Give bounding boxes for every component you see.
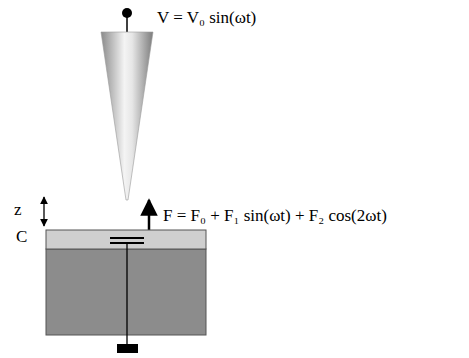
ground-terminal: [117, 344, 138, 353]
capacitor-plate: [110, 237, 144, 239]
tip-terminal: [122, 8, 132, 18]
capacitance-label: C: [16, 228, 27, 247]
force-label: F = F₀ + F₁ sin(ωt) + F₂ cos(2ωt): [163, 207, 387, 226]
sample-body: [46, 249, 206, 335]
voltage-label: V = V₀ sin(ωt): [157, 9, 256, 28]
z-arrow: [43, 197, 44, 226]
axis-label: z: [14, 201, 22, 220]
probe-tip: [101, 32, 153, 200]
sample-layer: [46, 230, 206, 249]
sample-lead: [126, 243, 127, 345]
